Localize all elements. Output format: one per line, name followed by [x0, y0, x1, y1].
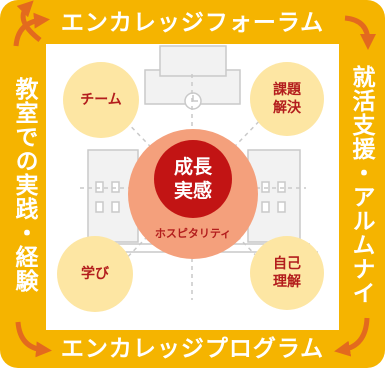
arrow-bottom-right-icon	[334, 317, 370, 357]
circle-self-understanding-label: 自己理解	[273, 256, 301, 290]
circle-self-understanding: 自己理解	[250, 236, 324, 310]
circle-team-label: チーム	[80, 92, 122, 108]
circle-growth: 成長実感	[154, 140, 232, 218]
circle-problem-solving: 課題解決	[250, 62, 324, 136]
top-label: エンカレッジフォーラム	[60, 10, 325, 36]
circle-learning: 学び	[57, 236, 133, 312]
arrow-top-right-icon	[344, 15, 376, 50]
building-illustration	[70, 45, 318, 300]
arrow-top-left-icon	[16, 0, 42, 42]
circle-team: チーム	[63, 62, 139, 138]
bottom-label: エンカレッジプログラム	[60, 336, 325, 362]
left-label: 教室での実践・経験	[11, 77, 37, 293]
circle-growth-label: 成長実感	[173, 156, 212, 202]
circle-learning-label: 学び	[81, 266, 109, 282]
arrow-bottom-left-icon	[15, 321, 52, 358]
hospitality-caption: ホスピタリティ	[154, 227, 232, 240]
arrow-top-left-b-icon	[13, 12, 50, 47]
right-label: 就活支援・アルムナイ	[348, 65, 374, 305]
circle-problem-solving-label: 課題解決	[273, 82, 301, 116]
